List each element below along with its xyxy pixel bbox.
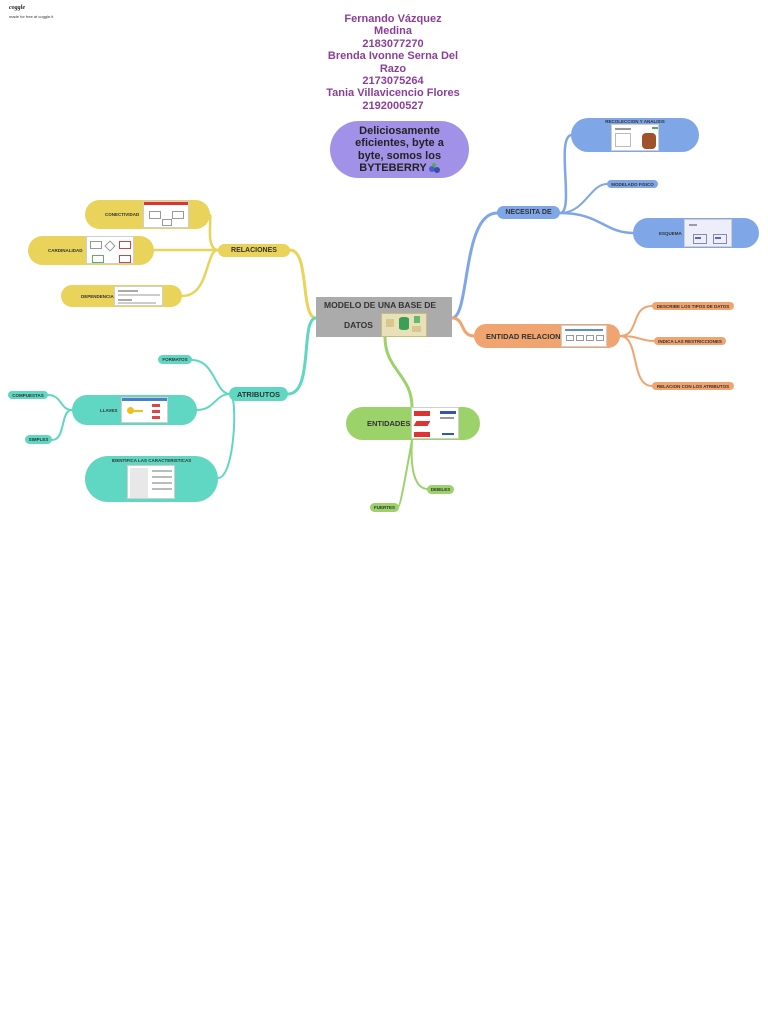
central-topic[interactable]: MODELO DE UNA BASE DE DATOS [316,297,452,337]
recoleccion-label: RECOLECCION Y ANALISIS [605,119,665,124]
key-icon [127,407,143,415]
caracteristicas-label: IDENTIFICA LAS CARACTERISTICAS [111,458,192,463]
relaciones-node[interactable]: RELACIONES [218,244,290,257]
fuertes-node[interactable]: FUERTES [370,503,399,512]
dependencia-diagram-image [114,286,163,306]
modelado-fisico-node[interactable]: MODELADO FISICO [607,180,658,188]
slogan-line: eficientes, byte a [355,137,444,149]
database-icon [380,313,427,337]
llaves-diagram-image [121,397,168,423]
entidad-relacion-image [561,325,607,347]
author-line: 2192000527 [362,99,424,112]
llaves-label: LLAVES [100,407,118,413]
blueberry-icon [428,162,440,174]
formatos-node[interactable]: FORMATOS [158,355,192,364]
entidades-image [411,407,459,439]
coggle-logo: coggle [9,5,25,11]
esquema-label: ESQUEMA [659,230,682,236]
esquema-image [684,219,732,247]
slogan-line: Deliciosamente [359,124,440,137]
slogan-bubble[interactable]: Deliciosamente eficientes, byte a byte, … [330,121,469,178]
central-topic-line: MODELO DE UNA BASE DE [324,300,437,310]
author-line: Brenda Ivonne Serna Del [327,50,459,63]
cardinalidad-diagram-image [86,236,134,264]
restricciones-node[interactable]: INDICA LAS RESTRICCIONES [654,337,726,345]
dependencia-label: DEPENDENCIA [81,293,114,299]
slogan-line: BYTEBERRY [359,162,427,174]
debiles-node[interactable]: DEBILES [427,485,454,494]
necesita-de-node[interactable]: NECESITA DE [497,206,560,219]
entidades-label: ENTIDADES [367,419,411,428]
relacion-atributos-node[interactable]: RELACION CON LOS ATRIBUTOS [652,382,734,390]
cardinalidad-label: CARDINALIDAD [48,248,83,253]
author-line: 2183077270 [362,37,424,50]
author-line: Tania Villavicencio Flores [326,87,460,100]
tipos-de-datos-node[interactable]: DESCRIBE LOS TIPOS DE DATOS [652,302,734,310]
author-line: Razo [379,62,407,75]
caracteristicas-table-image [127,465,175,499]
authors-block: Fernando Vázquez Medina 2183077270 Brend… [310,13,476,112]
entidad-relacion-label: ENTIDAD RELACION [486,331,561,341]
central-topic-line: DATOS [344,320,373,330]
recoleccion-image [611,124,659,151]
author-line: 2173075264 [362,75,424,88]
compuestas-node[interactable]: COMPUESTAS [8,391,48,399]
author-line: Fernando Vázquez [344,13,442,25]
conectividad-label: CONECTIVIDAD [105,212,140,217]
conectividad-diagram-image [143,201,189,228]
atributos-node[interactable]: ATRIBUTOS [229,387,288,401]
slogan-line: byte, somos los [357,149,442,162]
coggle-tagline: made for free at coggle.it [9,14,54,19]
simples-node[interactable]: SIMPLES [25,435,52,444]
author-line: Medina [374,25,412,38]
